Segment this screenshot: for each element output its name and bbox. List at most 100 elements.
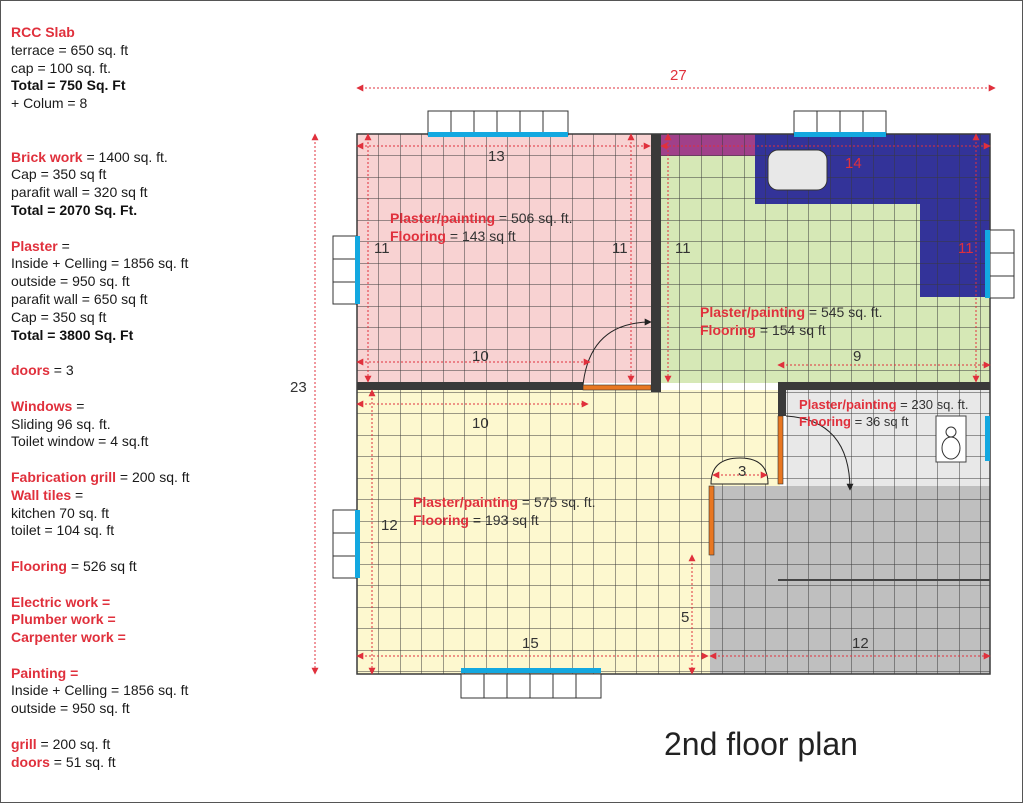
dim-passage: 5	[681, 609, 689, 626]
notes-value: Inside + Celling = 1856 sq. ft	[11, 255, 189, 272]
notes-value: = 200 sq. ft	[116, 468, 190, 485]
dim-room1-bottom: 10	[472, 348, 489, 365]
notes-label: Fabrication grill	[11, 468, 117, 485]
notes-line: Carpenter work =	[11, 629, 311, 647]
notes-line: outside = 950 sq. ft	[11, 273, 311, 291]
notes-line: Windows =	[11, 398, 311, 416]
notes-label: Wall tiles	[11, 486, 72, 503]
door-hall	[708, 485, 715, 556]
notes-label: doors	[11, 753, 50, 770]
notes-value: Cap = 350 sq ft	[11, 308, 107, 325]
notes-value: parafit wall = 320 sq ft	[11, 184, 148, 201]
notes-value: Inside + Celling = 1856 sq. ft	[11, 682, 189, 699]
toilet-flooring: Flooring = 36 sq ft	[799, 414, 909, 429]
door-swing-room1	[582, 318, 652, 386]
notes-label: Plumber work =	[11, 611, 116, 628]
dim-overall-width: 27	[670, 67, 687, 84]
notes-line: parafit wall = 650 sq ft	[11, 291, 311, 309]
notes-line: Inside + Celling = 1856 sq. ft	[11, 255, 311, 273]
notes-line: Painting =	[11, 665, 311, 683]
notes-value: = 200 sq. ft	[36, 735, 111, 752]
notes-line: Electric work =	[11, 594, 311, 612]
notes-value: cap = 100 sq. ft.	[11, 59, 112, 76]
hall-plaster: Plaster/painting = 575 sq. ft.	[413, 494, 595, 510]
notes-value: Total = 2070 Sq. Ft.	[11, 201, 138, 218]
dim-room1-width: 13	[488, 148, 505, 165]
dim-room2-left: 11	[675, 240, 691, 257]
dim-hall-top: 10	[472, 415, 489, 432]
notes-line: + Colum = 8	[11, 95, 311, 113]
notes-label: Brick work	[11, 148, 83, 165]
plan-title: 2nd floor plan	[664, 726, 858, 762]
dim-kitchen-height: 11	[958, 240, 974, 257]
notes-label: Electric work =	[11, 593, 111, 610]
notes-label: Plaster	[11, 237, 58, 254]
notes-value: = 1400 sq. ft.	[82, 148, 168, 165]
toilet-plaster: Plaster/painting = 230 sq. ft.	[799, 397, 968, 412]
notes-line: Brick work = 1400 sq. ft.	[11, 149, 311, 167]
window-bottom	[460, 668, 602, 699]
notes-line: kitchen 70 sq. ft	[11, 505, 311, 523]
notes-line: cap = 100 sq. ft.	[11, 60, 311, 78]
notes-line: doors = 3	[11, 362, 311, 380]
notes-value: + Colum = 8	[11, 95, 88, 112]
dim-room2-bottom: 9	[853, 348, 861, 365]
notes-line: Cap = 350 sq ft	[11, 309, 311, 327]
notes-line: Total = 3800 Sq. Ft	[11, 327, 311, 345]
window-right-kitchen	[985, 229, 1015, 299]
wall-horizontal-left	[357, 382, 583, 390]
notes-value: = 51 sq. ft	[49, 753, 116, 770]
notes-value: outside = 950 sq. ft	[11, 700, 130, 717]
notes-value: Toilet window = 4 sq.ft	[11, 433, 149, 450]
dim-room1-right: 11	[612, 240, 628, 257]
notes-line: RCC Slab	[11, 24, 311, 42]
notes-value: =	[71, 486, 84, 503]
notes-line: doors = 51 sq. ft	[11, 754, 311, 772]
notes-line: Plaster =	[11, 238, 311, 256]
wall-vertical-center	[651, 134, 661, 392]
window-top-left	[427, 110, 569, 137]
notes-line: Total = 2070 Sq. Ft.	[11, 202, 311, 220]
notes-line: Total = 750 Sq. Ft	[11, 77, 311, 95]
door-swing-toilet	[785, 415, 854, 491]
dim-overall-height: 23	[290, 379, 307, 396]
notes-line: Fabrication grill = 200 sq. ft	[11, 469, 311, 487]
notes-value: =	[72, 397, 85, 414]
notes-value: kitchen 70 sq. ft	[11, 504, 110, 521]
notes-line: Flooring = 526 sq ft	[11, 558, 311, 576]
notes-line: grill = 200 sq. ft	[11, 736, 311, 754]
dimension-lines	[311, 84, 996, 675]
notes-line: Wall tiles =	[11, 487, 311, 505]
wc-icon	[935, 415, 967, 463]
dim-room1-left: 11	[374, 240, 390, 257]
door-toilet	[777, 415, 784, 485]
notes-line: Toilet window = 4 sq.ft	[11, 433, 311, 451]
dim-step: 3	[738, 463, 746, 480]
dim-hall-height: 12	[381, 517, 398, 534]
notes-label: doors	[11, 362, 50, 379]
notes-label: Flooring	[11, 557, 67, 574]
notes-value: Cap = 350 sq ft	[11, 166, 107, 183]
room2-plaster: Plaster/painting = 545 sq. ft.	[700, 304, 882, 320]
notes-line: Inside + Celling = 1856 sq. ft	[11, 682, 311, 700]
notes-label: grill	[11, 735, 37, 752]
window-top-right	[793, 110, 887, 137]
dim-kitchen-width: 14	[845, 155, 862, 172]
notes-value: outside = 950 sq. ft	[11, 273, 130, 290]
dim-grey-bottom: 12	[852, 635, 869, 652]
room2-flooring: Flooring = 154 sq ft	[700, 322, 826, 338]
wall-horizontal-right	[778, 382, 990, 390]
wall-toilet	[778, 382, 786, 416]
notes-label: Windows	[11, 397, 73, 414]
notes-value: = 526 sq ft	[67, 557, 137, 574]
notes-value: toilet = 104 sq. ft	[11, 522, 115, 539]
notes-label: Painting =	[11, 664, 79, 681]
notes-value: terrace = 650 sq. ft	[11, 41, 129, 58]
window-right-toilet	[985, 416, 990, 461]
notes-value: = 3	[49, 362, 74, 379]
notes-label: Carpenter work =	[11, 629, 126, 646]
notes-value: Total = 750 Sq. Ft	[11, 77, 126, 94]
notes-value: Sliding 96 sq. ft.	[11, 415, 111, 432]
